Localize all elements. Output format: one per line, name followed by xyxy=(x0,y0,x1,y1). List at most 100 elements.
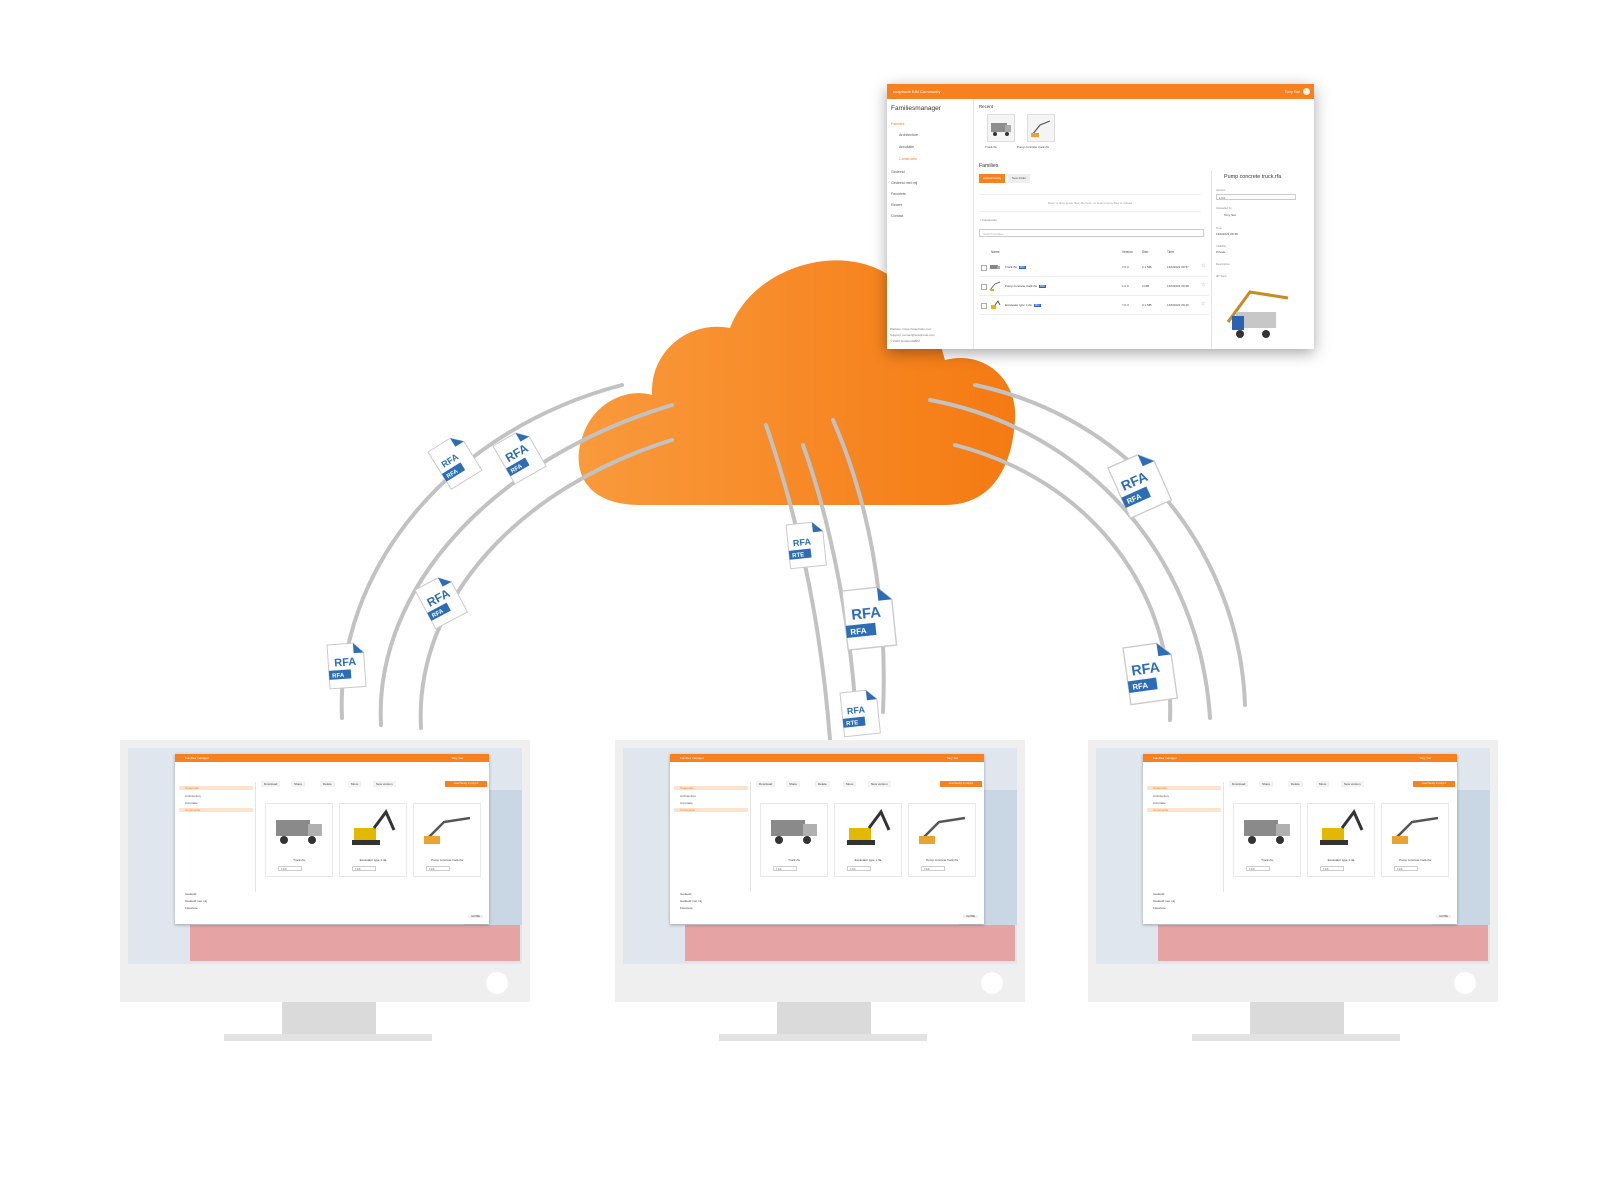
recent-file-card[interactable] xyxy=(987,114,1015,142)
sidebar-item-families[interactable]: Families xyxy=(891,122,905,126)
pump-truck-icon xyxy=(1031,120,1051,137)
tree-footer-shared[interactable]: Gedeeld met mij xyxy=(185,899,207,903)
tree-item-annotatie[interactable]: Annotatie xyxy=(1153,801,1166,805)
download-button[interactable]: Download xyxy=(756,781,776,787)
load-family-button[interactable]: Load family in project xyxy=(940,781,982,787)
tree-item-constructie[interactable]: Constructie xyxy=(1147,808,1221,812)
share-button[interactable]: Share xyxy=(786,781,801,787)
user-name[interactable]: Tony Sat xyxy=(946,756,958,760)
footer-website[interactable]: Website: https://snaptrude.com xyxy=(890,327,932,331)
svg-text:RFA: RFA xyxy=(846,704,865,716)
tree-footer-gedeeld[interactable]: Gedeeld xyxy=(185,892,197,896)
column-header-size[interactable]: Size xyxy=(1142,250,1149,254)
tree-item-constructie[interactable]: Constructie xyxy=(179,808,253,812)
upload-family-button[interactable]: Upload family xyxy=(979,174,1005,183)
pump-truck-icon xyxy=(1392,816,1439,844)
version-select[interactable]: 1.0.0 xyxy=(1216,194,1296,200)
new-version-button[interactable]: New version xyxy=(373,781,396,787)
tree-item-architecture[interactable]: Architecture xyxy=(1153,794,1170,798)
tree-item-constructie[interactable]: Constructie xyxy=(674,808,748,812)
sidebar-item-architecture[interactable]: Architecture xyxy=(899,133,919,137)
tree-footer-shared[interactable]: Gedeeld met mij xyxy=(1153,899,1175,903)
tree-footer-gedeeld[interactable]: Gedeeld xyxy=(1153,892,1165,896)
star-icon[interactable]: ☆ xyxy=(1201,301,1206,307)
tree-footer-shared[interactable]: Gedeeld met mij xyxy=(680,899,702,903)
tree-item-architecture[interactable]: Architecture xyxy=(680,794,697,798)
column-header-name[interactable]: Name xyxy=(991,250,1000,254)
delete-button[interactable]: Delete xyxy=(815,781,830,787)
recent-file-name[interactable]: Pump concrete truck.rfa xyxy=(1017,145,1049,149)
star-icon[interactable]: ☆ xyxy=(1201,282,1206,288)
recent-file-card[interactable] xyxy=(1027,114,1055,142)
column-header-time[interactable]: Time xyxy=(1167,250,1174,254)
sidebar-item-gedeeld[interactable]: Gedeeld xyxy=(891,170,905,174)
tree-footer-favorite[interactable]: Favoriete xyxy=(1153,906,1166,910)
load-family-button[interactable]: Load family in project xyxy=(445,781,487,787)
detail-visibility: Private xyxy=(1216,250,1226,254)
new-version-button[interactable]: New version xyxy=(1341,781,1364,787)
brand-logo[interactable]: snaptrude BIM Community xyxy=(893,89,941,94)
row-version[interactable]: 7.0.3 xyxy=(1122,265,1129,269)
sidebar-item-annotatie[interactable]: Annotatie xyxy=(899,145,915,149)
user-name[interactable]: Tony Sat xyxy=(451,756,463,760)
footer-support[interactable]: Support: contact@snaptrude.com xyxy=(890,333,935,337)
sidebar-item-contact[interactable]: Contact xyxy=(891,214,904,218)
truck-icon xyxy=(276,820,322,844)
sidebar-item-recent[interactable]: Recent xyxy=(891,203,903,207)
svg-text:RFA: RFA xyxy=(1130,660,1161,680)
row-checkbox[interactable] xyxy=(981,284,987,290)
tree-item-architecture[interactable]: Architecture xyxy=(185,794,202,798)
row-version[interactable]: 1.0.0 xyxy=(1122,284,1129,288)
new-folder-button[interactable]: New folder xyxy=(1008,174,1030,183)
upload-dropzone[interactable]: Drag 'n' drop some files, Re here, or se… xyxy=(979,194,1201,212)
tree-item-root[interactable]: Snaptrude xyxy=(179,786,253,790)
avatar[interactable] xyxy=(1303,88,1310,95)
tree-item-root[interactable]: Snaptrude xyxy=(674,786,748,790)
close-button[interactable]: CLOSE xyxy=(468,915,483,918)
tree-footer-favorite[interactable]: Favoriete xyxy=(185,906,198,910)
delete-button[interactable]: Delete xyxy=(1288,781,1303,787)
load-family-button[interactable]: Load family in project xyxy=(1413,781,1455,787)
close-button[interactable]: CLOSE xyxy=(963,915,978,918)
recent-file-name[interactable]: Truck.rfa xyxy=(985,145,997,149)
move-button[interactable]: Move xyxy=(348,781,362,787)
download-button[interactable]: Download xyxy=(1229,781,1249,787)
user-name[interactable]: Tony Sat xyxy=(1419,756,1431,760)
row-checkbox[interactable] xyxy=(981,265,987,271)
breadcrumb[interactable]: / Constructie xyxy=(980,218,997,222)
sidebar-item-favorites[interactable]: Favoriete xyxy=(891,192,906,196)
move-button[interactable]: Move xyxy=(1316,781,1330,787)
share-button[interactable]: Share xyxy=(1259,781,1274,787)
tree-item-annotatie[interactable]: Annotatie xyxy=(185,801,198,805)
download-button[interactable]: Download xyxy=(261,781,281,787)
row-version[interactable]: 7.0.3 xyxy=(1122,303,1129,307)
share-button[interactable]: Share xyxy=(291,781,306,787)
search-input[interactable]: Search families xyxy=(979,229,1204,237)
move-button[interactable]: Move xyxy=(843,781,857,787)
star-icon[interactable]: ☆ xyxy=(1201,263,1206,269)
row-checkbox[interactable] xyxy=(981,303,987,309)
delete-button[interactable]: Delete xyxy=(320,781,335,787)
new-version-button[interactable]: New version xyxy=(868,781,891,787)
user-name[interactable]: Tony Sat xyxy=(1284,89,1300,94)
sidebar-item-constructie[interactable]: Constructie xyxy=(899,157,918,161)
tree-item-annotatie[interactable]: Annotatie xyxy=(680,801,693,805)
column-header-version[interactable]: Version xyxy=(1122,250,1133,254)
tree-item-root[interactable]: Snaptrude xyxy=(1147,786,1221,790)
tree-footer-favorite[interactable]: Favoriete xyxy=(680,906,693,910)
sidebar-item-shared-with-me[interactable]: Gedeeld met mij xyxy=(891,181,918,185)
tree-footer-gedeeld[interactable]: Gedeeld xyxy=(680,892,692,896)
close-button[interactable]: CLOSE xyxy=(1436,915,1451,918)
